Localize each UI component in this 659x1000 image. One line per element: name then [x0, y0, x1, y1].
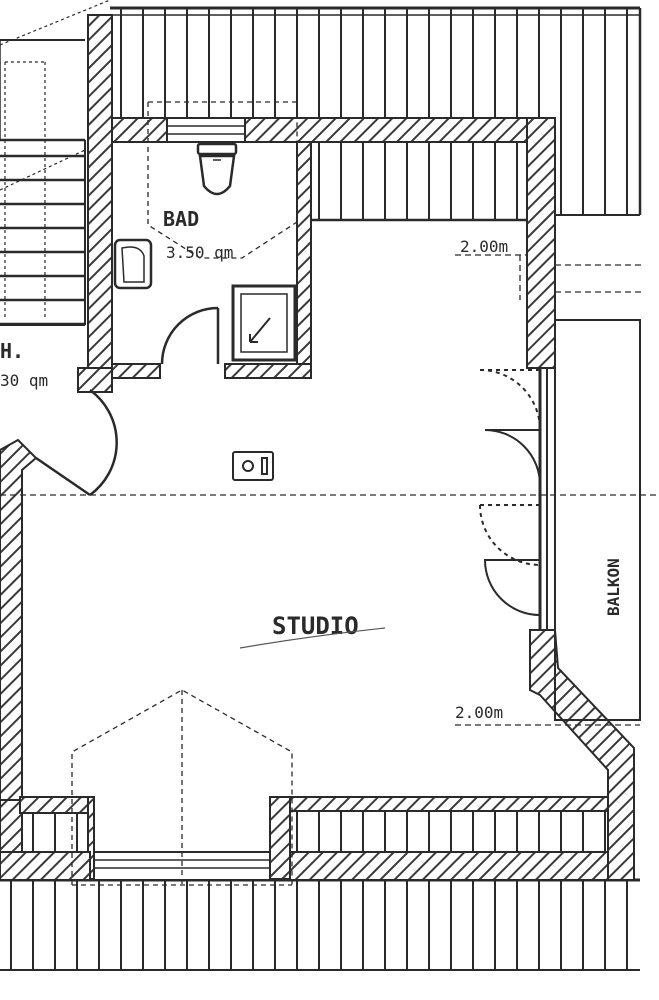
shower-icon: [231, 284, 297, 362]
hallway-door: [35, 388, 118, 497]
room-area-bad: 3.50 qm: [166, 243, 233, 262]
dimension-label-top: 2.00m: [460, 237, 508, 256]
balcony-doors: [479, 368, 548, 630]
room-label-balkon: BALKON: [604, 558, 623, 616]
roof-slope-bottom: [0, 805, 640, 971]
dormer-outline: [71, 689, 293, 886]
room-label-bad: BAD: [163, 207, 199, 231]
dimension-label-bottom: 2.00m: [455, 703, 503, 722]
toilet-icon: [196, 142, 238, 196]
room-area-hall: 30 qm: [0, 371, 48, 390]
washbasin-icon: [113, 238, 153, 290]
scan-smudge: [239, 627, 386, 649]
staircase: [0, 0, 111, 326]
roof-slope-top: [95, 6, 642, 216]
balcony: [554, 264, 645, 721]
room-label-studio: STUDIO: [272, 612, 359, 640]
bathroom-window: [166, 117, 246, 143]
bathroom-slope-outline: [147, 101, 298, 259]
clear-height-lines: [0, 254, 659, 726]
bathroom-fixtures: [113, 142, 297, 362]
roof-slope-knee-top: [305, 140, 527, 222]
bathroom-door: [160, 306, 220, 365]
electrical-outlet-icon: [232, 451, 274, 481]
room-label-hall: H.: [0, 339, 24, 363]
